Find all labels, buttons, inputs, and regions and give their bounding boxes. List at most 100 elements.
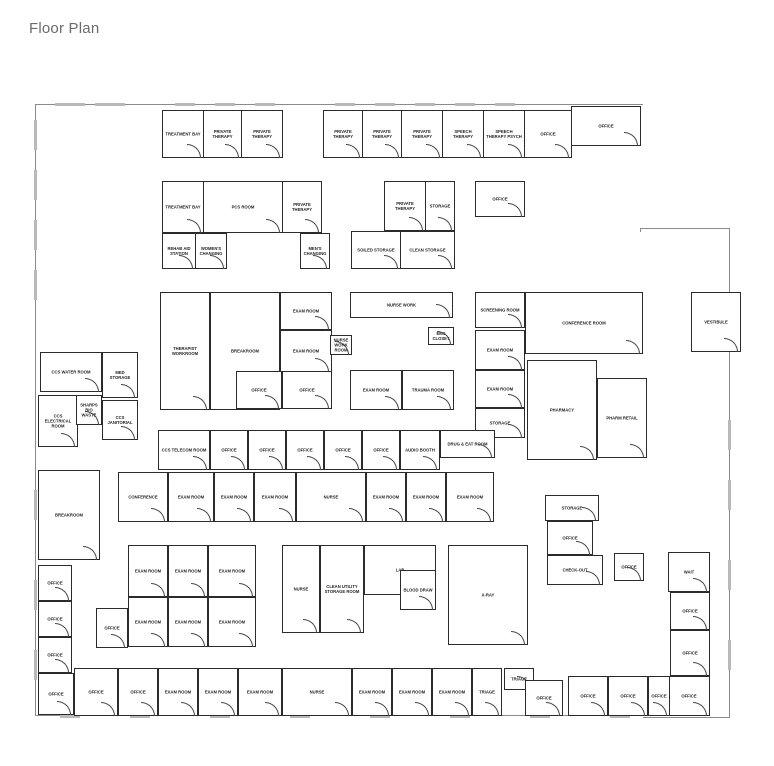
room-label: Exam Room (261, 494, 289, 500)
door-swing-icon (55, 623, 69, 637)
room-ccs-janitorial: CCS Janitorial (102, 400, 138, 440)
room-label: CCS Electrical Room (44, 413, 72, 429)
room-label: Office (373, 447, 389, 453)
room-label: Exam Room (358, 689, 386, 695)
room-speech-therapy-psych: Speech Therapy Psych (483, 110, 525, 158)
door-swing-icon (187, 219, 201, 233)
door-swing-icon (315, 316, 329, 330)
room-label: Exam Room (362, 387, 390, 393)
room-nurse-bottom: Nurse (282, 668, 352, 716)
room-exam-room-d3: Exam Room (254, 472, 296, 522)
room-screening-room: Screening Room (475, 292, 525, 328)
room-label: Exam Room (456, 494, 484, 500)
window-icon (530, 715, 550, 718)
door-swing-icon (349, 508, 363, 522)
room-exam-room-e4: Exam Room (128, 597, 168, 647)
window-icon (370, 715, 390, 718)
room-nurse-mid: Nurse (296, 472, 366, 522)
door-swing-icon (221, 702, 235, 716)
room-office-bottom-3: Office (525, 680, 563, 716)
room-blood-draw: Blood Draw (400, 570, 436, 610)
room-label: Exam Room (246, 689, 274, 695)
room-label: Storage (429, 203, 451, 209)
door-swing-icon (191, 633, 205, 647)
room-therapist-workroom: Therapist Workroom (160, 292, 210, 410)
room-office-bottom-1: Office (74, 668, 118, 716)
room-label: Private Therapy (411, 129, 432, 139)
room-label: Men's Changing (303, 246, 327, 256)
room-label: Vestibule (704, 319, 728, 325)
door-swing-icon (653, 702, 667, 716)
room-label: Office (297, 447, 313, 453)
room-exam-room-a2: Exam Room (280, 330, 332, 372)
room-label: Private Therapy (371, 129, 392, 139)
door-swing-icon (546, 702, 560, 716)
door-swing-icon (438, 255, 452, 269)
room-audio-booth: Audio Booth (400, 430, 440, 470)
room-label: Office (48, 691, 64, 697)
room-label: Office (221, 447, 237, 453)
door-swing-icon (555, 144, 569, 158)
door-swing-icon (591, 702, 605, 716)
room-pharmacy: Pharmacy (527, 360, 597, 460)
door-swing-icon (335, 702, 349, 716)
door-swing-icon (693, 662, 707, 676)
window-icon (375, 103, 395, 106)
door-swing-icon (508, 356, 522, 370)
room-office-left-5: Office (96, 608, 128, 648)
room-office-right-1: Office (547, 521, 593, 555)
door-swing-icon (438, 217, 452, 231)
door-swing-icon (385, 396, 399, 410)
room-label: CCS Janitorial (107, 415, 133, 425)
room-office-row-4: Office (324, 430, 362, 470)
door-swing-icon (724, 338, 738, 352)
door-swing-icon (239, 633, 253, 647)
room-label: Clean Storage (409, 247, 446, 253)
room-label: Exam Room (292, 308, 320, 314)
room-label: Exam Room (220, 494, 248, 500)
room-label: Office (562, 535, 578, 541)
room-label: CCS Water Room (51, 369, 91, 375)
room-label: Therapist Workroom (171, 346, 199, 356)
room-label: Exam Room (292, 348, 320, 354)
room-office-row-5: Office (362, 430, 400, 470)
room-treatment-bay-1: Treatment Bay (162, 110, 204, 158)
room-mens-changing: Men's Changing (300, 233, 330, 269)
door-swing-icon (477, 508, 491, 522)
window-icon (34, 490, 37, 520)
room-label: Office (682, 650, 698, 656)
room-check-out: Check-Out (547, 555, 603, 585)
door-swing-icon (193, 396, 207, 410)
room-label: Exam Room (134, 619, 162, 625)
door-swing-icon (346, 144, 360, 158)
door-swing-icon (508, 424, 522, 438)
page-title: Floor Plan (29, 20, 100, 37)
room-ems-closet: EMS Closet (428, 327, 454, 345)
room-nurse-lower: Nurse (282, 545, 320, 633)
door-swing-icon (389, 508, 403, 522)
door-swing-icon (345, 456, 359, 470)
door-swing-icon (409, 217, 423, 231)
room-label: CCS Telecom Room (161, 447, 207, 453)
room-exam-room-e3: Exam Room (208, 545, 256, 597)
door-swing-icon (303, 619, 317, 633)
room-label: Conference Room (562, 320, 606, 326)
room-storage-right: Storage (545, 495, 599, 521)
room-label: Trauma Room (411, 387, 445, 393)
room-label: Storage (561, 505, 583, 511)
door-swing-icon (419, 596, 433, 610)
room-office-left-1: Office (38, 565, 72, 601)
room-label: Exam Room (134, 568, 162, 574)
door-swing-icon (193, 456, 207, 470)
window-icon (34, 120, 37, 150)
room-label: Conference (128, 494, 158, 500)
room-exam-room-f1: Exam Room (158, 668, 198, 716)
room-label: Private Therapy (332, 129, 353, 139)
room-exam-room-f5: Exam Room (392, 668, 432, 716)
door-swing-icon (151, 583, 165, 597)
room-office-a2: Office (282, 371, 332, 409)
door-swing-icon (426, 144, 440, 158)
door-swing-icon (423, 456, 437, 470)
room-label: Office (492, 196, 508, 202)
